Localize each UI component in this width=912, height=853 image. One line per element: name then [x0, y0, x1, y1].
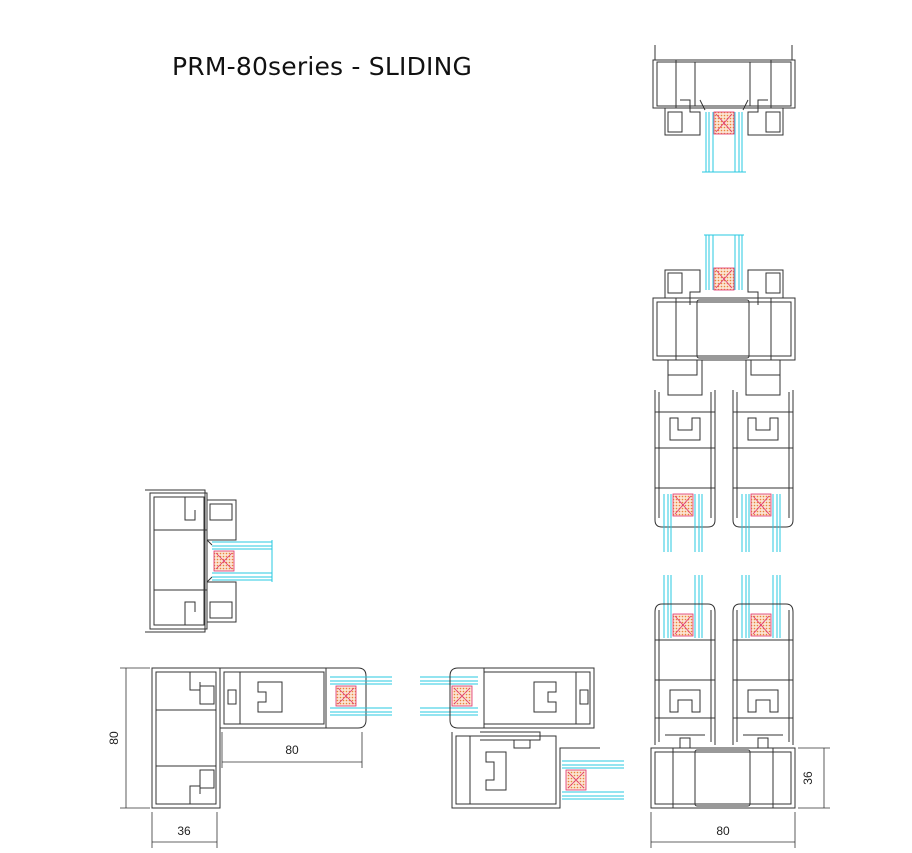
- interlock-sash-upper: [449, 667, 595, 729]
- gasket-bottom-middle-lower: [565, 769, 587, 791]
- gaskets-upper-sashes: [672, 493, 772, 517]
- sash-left-upper: [654, 360, 716, 528]
- dim-left-height-label: 80: [107, 731, 121, 745]
- dim-left-height: [120, 667, 150, 809]
- sash-right-lower: [732, 603, 794, 745]
- glass-upper-right: [704, 234, 744, 290]
- glass-bottom-middle-lower: [562, 760, 624, 800]
- page-title: PRM-80series - SLIDING: [172, 52, 473, 81]
- glass-top: [702, 112, 746, 173]
- dim-horizontal: [221, 732, 363, 768]
- gasket-upper-right: [713, 267, 735, 291]
- dim-horizontal-label: 80: [285, 743, 299, 757]
- gasket-top: [713, 111, 735, 135]
- dim-right-width: [650, 812, 796, 848]
- dim-right-height: [798, 747, 830, 809]
- dim-left-width-label: 36: [177, 824, 191, 838]
- glass-bottom-middle: [420, 676, 478, 716]
- sill-frame: [650, 737, 796, 809]
- glass-bottom-left: [330, 676, 392, 716]
- glass-left-jamb: [212, 540, 273, 582]
- jamb-section-left: [145, 489, 237, 633]
- corner-section-bottom-left: [151, 667, 221, 809]
- gaskets-lower-sashes: [672, 613, 772, 637]
- head-section-top: [652, 45, 796, 136]
- gasket-left-jamb: [213, 550, 235, 572]
- horizontal-sash-bottom-left: [220, 667, 367, 729]
- sash-right-upper: [732, 360, 794, 528]
- sash-left-lower: [654, 603, 716, 745]
- gasket-bottom-left: [335, 685, 357, 707]
- interlock-sash-lower: [451, 731, 600, 809]
- frame-upper-right: [652, 269, 796, 376]
- gasket-bottom-middle: [451, 685, 473, 707]
- glass-upper-sashes: [663, 494, 781, 552]
- dim-right-width-label: 80: [716, 824, 730, 838]
- dim-right-height-label: 36: [801, 771, 815, 785]
- glass-lower-sashes: [663, 575, 781, 638]
- dim-left-width: [151, 812, 218, 848]
